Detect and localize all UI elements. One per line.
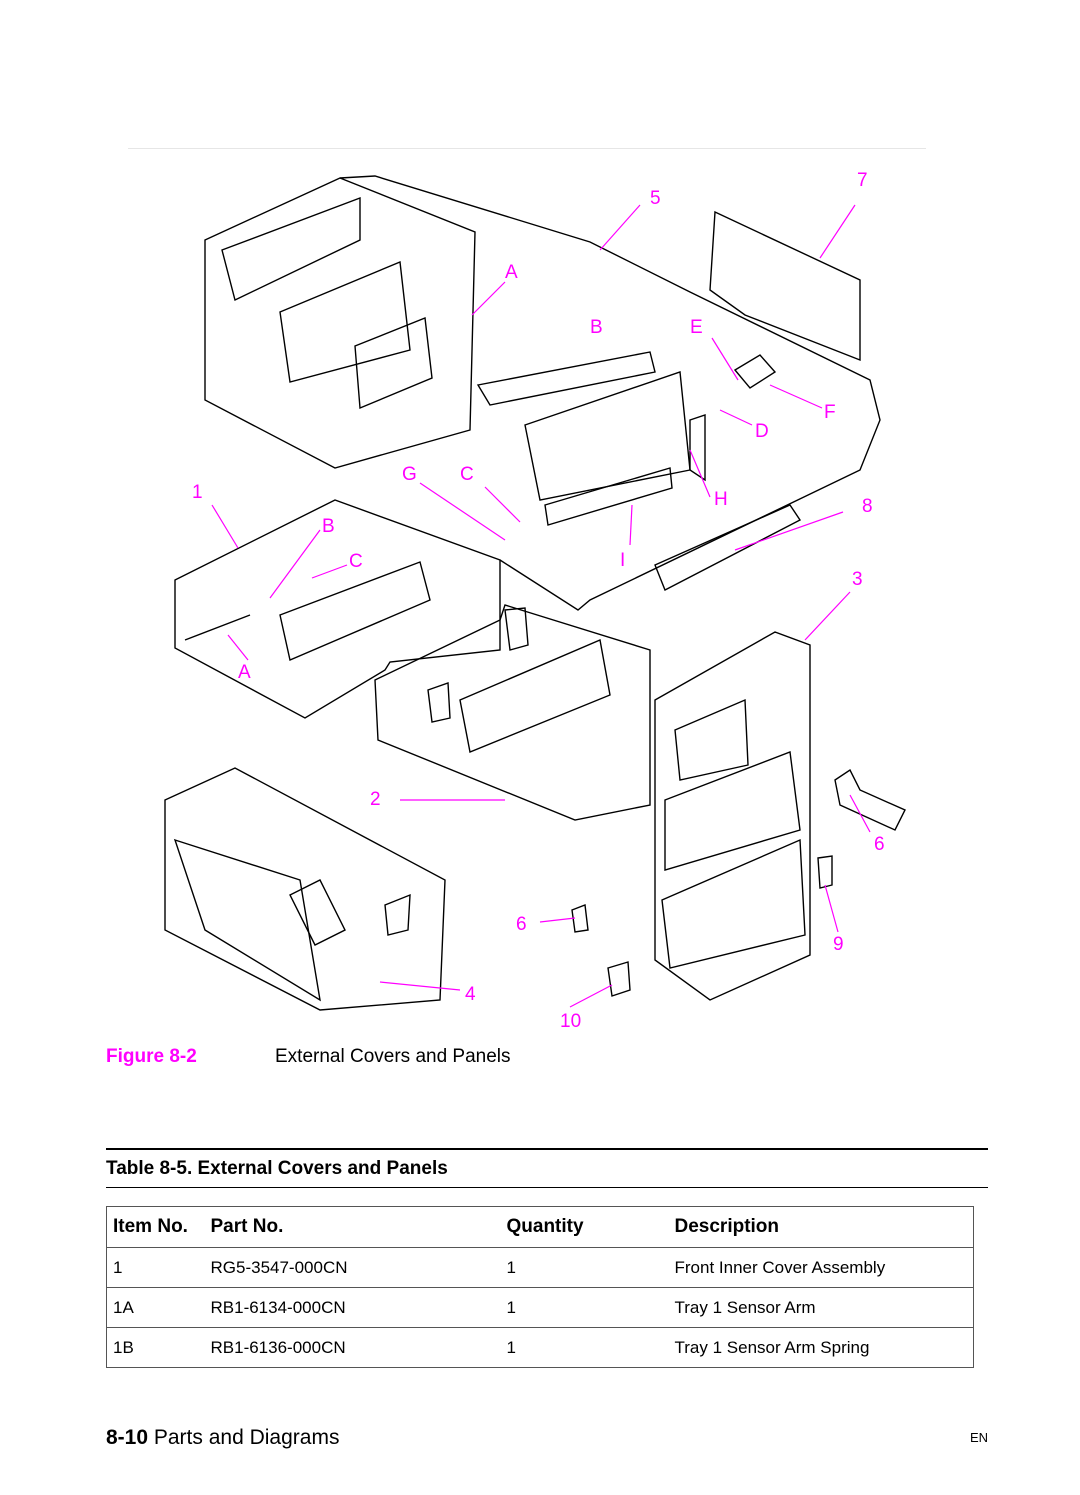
figure-caption: Figure 8-2 External Covers and Panels [106, 1046, 511, 1068]
section-name: Parts and Diagrams [153, 1426, 340, 1449]
footer-code: EN [969, 1430, 988, 1445]
callout-6-left: 6 [516, 914, 527, 935]
callout-b: B [590, 317, 603, 338]
callout-9: 9 [833, 934, 844, 955]
cell-item-no: 1A [106, 1287, 205, 1328]
callout-1: 1 [192, 482, 203, 503]
header-item-no: Item No. [106, 1206, 205, 1248]
part-rear-output-tray [709, 210, 861, 362]
panel-tray [164, 767, 446, 1011]
header-quantity: Quantity [500, 1206, 669, 1248]
callout-f: F [824, 402, 836, 423]
top-rule [128, 148, 926, 149]
callout-5: 5 [650, 188, 661, 209]
table-rule-bottom [106, 1187, 988, 1188]
callout-3: 3 [852, 569, 863, 590]
table-row: 1B RB1-6136-000CN 1 Tray 1 Sensor Arm Sp… [106, 1327, 974, 1368]
cell-quantity: 1 [500, 1327, 669, 1368]
parts-table: Item No. Part No. Quantity Description 1… [106, 1206, 974, 1368]
header-part-no: Part No. [204, 1206, 501, 1248]
callout-10: 10 [560, 1011, 581, 1032]
callout-c-lower: C [349, 551, 363, 572]
cell-part-no: RB1-6136-000CN [204, 1327, 501, 1368]
panel-paper-guide [374, 604, 651, 821]
table-row: 1 RG5-3547-000CN 1 Front Inner Cover Ass… [106, 1247, 974, 1288]
cell-description: Front Inner Cover Assembly [668, 1247, 974, 1288]
table-row: 1A RB1-6134-000CN 1 Tray 1 Sensor Arm [106, 1287, 974, 1328]
exploded-parts-diagram: 7 5 A B E F D G C 1 H 8 B C I 3 A 2 6 6 … [164, 170, 906, 1032]
callout-d: D [755, 421, 769, 442]
page-footer: 8-10 Parts and Diagrams [106, 1426, 339, 1450]
cell-description: Tray 1 Sensor Arm [668, 1287, 974, 1328]
cell-part-no: RB1-6134-000CN [204, 1287, 501, 1328]
part-top-cover [654, 504, 802, 591]
panel-front-cover [654, 631, 811, 1001]
cell-item-no: 1 [106, 1247, 205, 1288]
cell-quantity: 1 [500, 1247, 669, 1288]
figure-title: External Covers and Panels [275, 1046, 511, 1067]
callout-i: I [620, 550, 625, 571]
callout-g: G [402, 464, 417, 485]
cell-description: Tray 1 Sensor Arm Spring [668, 1327, 974, 1368]
callout-4: 4 [465, 984, 476, 1005]
cell-item-no: 1B [106, 1327, 205, 1368]
panel-rear-covers [204, 177, 476, 469]
callout-c: C [460, 464, 474, 485]
callout-a-lower: A [238, 662, 251, 683]
cell-quantity: 1 [500, 1287, 669, 1328]
cell-part-no: RG5-3547-000CN [204, 1247, 501, 1288]
callout-8: 8 [862, 496, 873, 517]
callout-b-lower: B [322, 516, 335, 537]
callout-e: E [690, 317, 703, 338]
figure-label: Figure 8-2 [106, 1046, 197, 1067]
callout-6-right: 6 [874, 834, 885, 855]
callout-2: 2 [370, 789, 381, 810]
page-number: 8-10 [106, 1426, 149, 1449]
callout-7: 7 [857, 170, 868, 191]
header-description: Description [668, 1206, 974, 1248]
table-header-row: Item No. Part No. Quantity Description [106, 1206, 974, 1248]
panel-fuser-outline [339, 175, 881, 611]
callout-a: A [505, 262, 518, 283]
panel-front-inner-cover [174, 499, 501, 719]
table-title: Table 8-5. External Covers and Panels [106, 1158, 448, 1179]
callout-h: H [714, 489, 728, 510]
table-rule-top [106, 1148, 988, 1150]
